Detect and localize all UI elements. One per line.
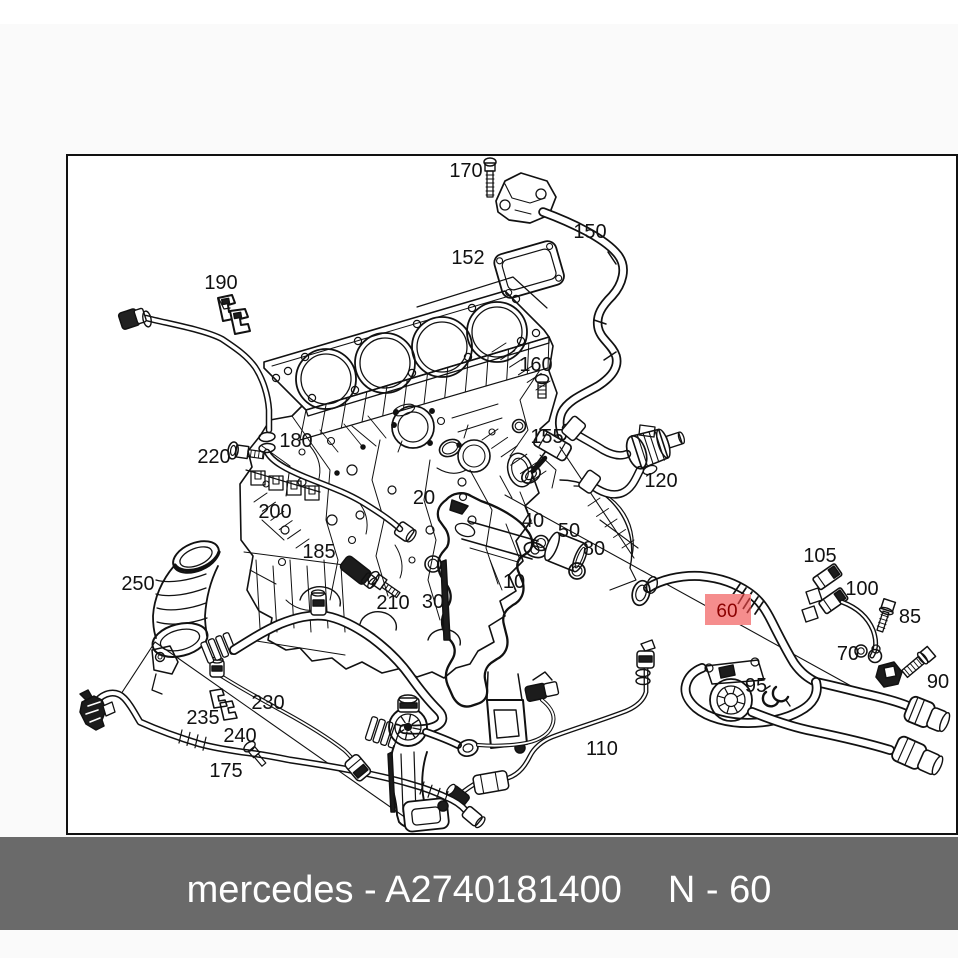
svg-text:220: 220 bbox=[197, 446, 230, 468]
svg-text:110: 110 bbox=[586, 738, 618, 760]
svg-text:175: 175 bbox=[209, 760, 242, 782]
svg-text:90: 90 bbox=[927, 671, 949, 693]
svg-text:100: 100 bbox=[845, 578, 878, 600]
svg-text:40: 40 bbox=[522, 510, 544, 532]
svg-text:200: 200 bbox=[258, 501, 291, 523]
svg-text:120: 120 bbox=[644, 470, 677, 492]
svg-text:250: 250 bbox=[121, 573, 154, 595]
svg-text:20: 20 bbox=[413, 487, 435, 509]
svg-text:95: 95 bbox=[745, 675, 767, 697]
svg-text:160: 160 bbox=[519, 354, 552, 376]
svg-text:10: 10 bbox=[503, 571, 525, 593]
svg-text:60: 60 bbox=[716, 601, 737, 622]
svg-text:170: 170 bbox=[449, 160, 482, 182]
svg-text:152: 152 bbox=[451, 247, 484, 269]
svg-text:80: 80 bbox=[583, 538, 605, 560]
svg-text:240: 240 bbox=[223, 725, 256, 747]
svg-text:180: 180 bbox=[279, 430, 312, 452]
svg-text:185: 185 bbox=[302, 541, 335, 563]
svg-text:30: 30 bbox=[422, 591, 444, 613]
svg-text:230: 230 bbox=[251, 692, 284, 714]
svg-text:235: 235 bbox=[186, 707, 219, 729]
svg-text:105: 105 bbox=[803, 545, 836, 567]
svg-text:150: 150 bbox=[573, 221, 606, 243]
svg-text:190: 190 bbox=[204, 272, 237, 294]
svg-text:70: 70 bbox=[837, 643, 859, 665]
svg-text:155: 155 bbox=[530, 426, 563, 448]
svg-text:85: 85 bbox=[899, 606, 921, 628]
svg-text:210: 210 bbox=[376, 592, 409, 614]
svg-text:50: 50 bbox=[558, 520, 580, 542]
